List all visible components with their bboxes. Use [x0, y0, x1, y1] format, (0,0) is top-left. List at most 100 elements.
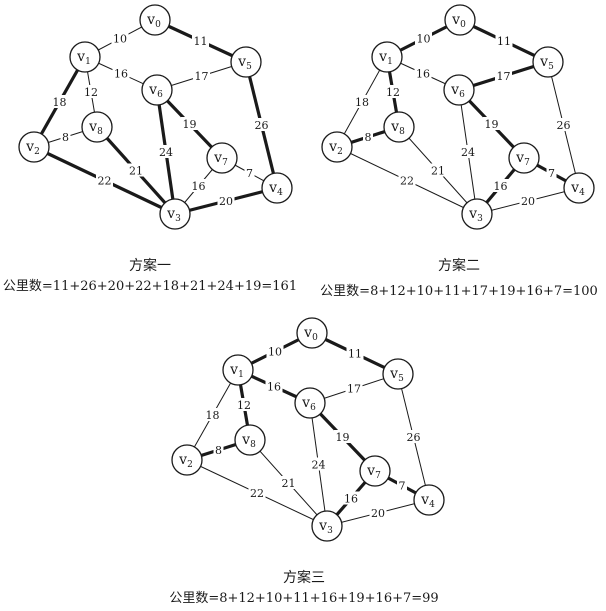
edge-label-bg	[193, 69, 210, 82]
node-label-v2: v2	[25, 139, 40, 157]
node-v0	[139, 4, 171, 36]
node-v5	[230, 46, 262, 78]
edge-weight-v6-v5: 17	[497, 70, 511, 83]
edge-label-bg	[235, 398, 253, 411]
edge-label-bg	[204, 408, 221, 421]
scheme-1-formula: 公里数=11+26+20+22+18+21+24+19=161	[3, 279, 297, 294]
edge-weight-v1-v8: 12	[237, 399, 251, 412]
edge-weight-v1-v6: 16	[114, 68, 128, 81]
edge-weight-v7-v4: 7	[246, 167, 253, 180]
node-v1	[371, 41, 403, 73]
node-label-v6: v6	[301, 395, 316, 413]
node-v2	[171, 444, 203, 476]
node-label-v6: v6	[148, 82, 163, 100]
edge-weight-v1-v2: 18	[53, 96, 67, 109]
node-label-v7: v7	[515, 150, 530, 168]
node-label-v1: v1	[378, 49, 393, 67]
node-v2	[321, 131, 353, 163]
node-label-v3: v3	[318, 518, 333, 536]
edge-weight-v6-v5: 17	[347, 383, 361, 396]
edge-label-bg	[253, 118, 270, 131]
node-label-v7: v7	[366, 463, 381, 481]
node-v2	[18, 131, 50, 163]
edge-label-bg	[546, 166, 557, 179]
node-label-v0: v0	[451, 12, 466, 30]
node-label-v8: v8	[390, 119, 405, 137]
edge-weight-v5-v4: 26	[557, 119, 571, 132]
edge-weight-v2-v3: 22	[250, 487, 264, 500]
node-v5	[382, 358, 414, 390]
edge-label-bg	[429, 163, 447, 177]
edge-label-bg	[405, 430, 422, 443]
node-v4	[563, 172, 595, 204]
scheme-1-title: 方案一	[129, 257, 171, 274]
edge-label-bg	[82, 85, 100, 98]
node-label-v4: v4	[268, 180, 283, 198]
node-v6	[443, 74, 475, 106]
edge-label-bg	[51, 95, 68, 108]
edge-label-bg	[265, 379, 283, 393]
edge-label-bg	[248, 486, 266, 499]
edge-label-bg	[192, 34, 209, 47]
node-v1	[69, 41, 101, 73]
edge-label-bg	[334, 430, 351, 443]
edge-weight-v6-v7: 19	[485, 118, 499, 131]
node-v0	[296, 317, 328, 349]
edge-weight-v1-v6: 16	[267, 381, 281, 394]
node-v7	[508, 142, 540, 174]
edge-weight-v1-v8: 12	[84, 86, 98, 99]
scheme-2-formula: 公里数=8+12+10+11+17+19+16+7=100	[320, 284, 598, 299]
edge-label-bg	[363, 130, 373, 143]
edge-weight-v3-v4: 20	[521, 195, 535, 208]
node-v0	[444, 4, 476, 36]
node-label-v8: v8	[241, 432, 256, 450]
node-label-v1: v1	[229, 362, 244, 380]
edge-weight-v6-v5: 17	[195, 70, 209, 83]
edge-label-bg	[345, 381, 363, 395]
edge-label-bg	[266, 344, 284, 358]
edge-weight-v1-v6: 16	[416, 68, 430, 81]
node-v6	[141, 74, 173, 106]
edge-weight-v6-v7: 19	[183, 118, 197, 131]
edge-weight-v2-v3: 22	[98, 175, 112, 188]
edge-label-bg	[342, 491, 360, 505]
node-v3	[159, 198, 191, 230]
edge-label-bg	[96, 173, 113, 187]
node-label-v0: v0	[303, 325, 318, 343]
node-label-v2: v2	[178, 452, 193, 470]
edge-weight-v0-v1: 10	[417, 33, 431, 46]
node-label-v1: v1	[76, 49, 91, 67]
edge-label-bg	[483, 117, 500, 130]
edge-weight-v0-v1: 10	[113, 33, 127, 46]
node-v7	[206, 142, 238, 174]
edge-weight-v5-v4: 26	[407, 431, 421, 444]
edge-label-bg	[415, 31, 432, 45]
node-v5	[532, 46, 564, 78]
edge-label-bg	[111, 31, 129, 45]
node-label-v3: v3	[468, 206, 483, 224]
edge-label-bg	[555, 118, 572, 131]
edge-label-bg	[181, 117, 198, 130]
edge-weight-v1-v8: 12	[386, 86, 400, 99]
edge-weight-v6-v3: 24	[312, 459, 326, 472]
edge-weight-v0-v1: 10	[268, 346, 282, 359]
edge-label-bg	[414, 66, 432, 80]
edge-label-bg	[280, 476, 297, 489]
edge-label-bg	[346, 346, 364, 360]
node-v4	[413, 484, 445, 516]
node-label-v0: v0	[146, 12, 161, 30]
node-label-v4: v4	[570, 180, 585, 198]
edge-weight-v5-v4: 26	[255, 119, 269, 132]
edge-weight-v8-v3: 21	[431, 165, 445, 178]
edge-label-bg	[112, 66, 130, 80]
edge-weight-v3-v4: 20	[219, 195, 233, 208]
edge-weight-v1-v2: 18	[355, 96, 369, 109]
node-v7	[359, 455, 391, 487]
node-label-v8: v8	[88, 119, 103, 137]
edge-label-bg	[213, 443, 224, 456]
edge-weight-v1-v2: 18	[206, 409, 220, 422]
edge-label-bg	[310, 457, 327, 471]
scheme-2-title: 方案二	[438, 257, 480, 274]
